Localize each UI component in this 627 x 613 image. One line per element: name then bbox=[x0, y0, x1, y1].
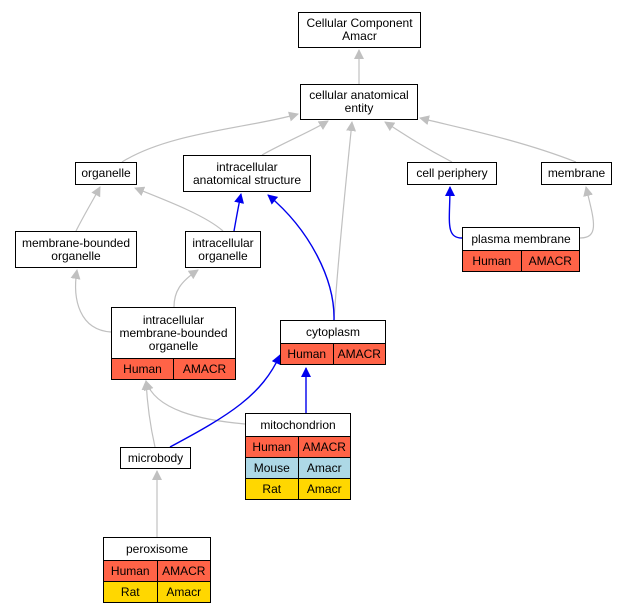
species-cell: Human bbox=[252, 439, 292, 454]
species-cell: Human bbox=[287, 346, 327, 361]
annotation-row-human: Human AMACR bbox=[104, 560, 210, 581]
node-label: plasma membrane bbox=[471, 231, 571, 246]
edge-organelle-to-cellular-anatomical-entity bbox=[121, 111, 299, 163]
node-label: organelle bbox=[81, 166, 131, 180]
edge-intracellular-organelle-to-organelle bbox=[134, 186, 224, 232]
gene-cell: AMACR bbox=[156, 561, 211, 581]
gene-cell: AMACR bbox=[332, 344, 386, 364]
edge-cytoplasm-to-intracellular-anatomical-structure bbox=[267, 194, 335, 321]
node-label: cellular anatomical entity bbox=[309, 88, 409, 115]
species-cell: Human bbox=[110, 563, 150, 578]
species-cell: Rat bbox=[262, 481, 282, 496]
annotation-row-mouse: Mouse Amacr bbox=[246, 457, 350, 478]
edge-microbody-to-intracellular-membrane-bounded-organelle bbox=[141, 380, 156, 448]
node-label: intracellular anatomical structure bbox=[192, 159, 302, 187]
node-label: microbody bbox=[127, 450, 184, 465]
gene-cell: AMACR bbox=[173, 359, 235, 379]
annotation-row-human: Human AMACR bbox=[246, 436, 350, 457]
annotation-row-rat: Rat Amacr bbox=[246, 478, 350, 499]
edge-intracellular-organelle-to-intracellular-anatomical-structure bbox=[233, 193, 245, 232]
node-membrane[interactable]: membrane bbox=[541, 162, 612, 185]
edge-intracellular-anatomical-structure-to-cellular-anatomical-entity bbox=[261, 120, 329, 156]
node-label: cell periphery bbox=[416, 166, 488, 180]
gene-cell: AMACR bbox=[520, 251, 580, 271]
node-label: membrane-bounded organelle bbox=[21, 235, 131, 263]
node-intracellular-organelle[interactable]: intracellular organelle bbox=[185, 231, 261, 268]
species-cell: Mouse bbox=[253, 460, 290, 475]
annotation-row-human: Human AMACR bbox=[281, 343, 385, 364]
node-label: peroxisome bbox=[125, 541, 189, 556]
annotation-row-human: Human AMACR bbox=[112, 358, 235, 379]
node-cell-periphery[interactable]: cell periphery bbox=[407, 162, 497, 185]
species-cell: Human bbox=[123, 361, 162, 376]
node-label: intracellular organelle bbox=[192, 235, 254, 263]
edge-microbody-to-cytoplasm bbox=[169, 354, 281, 448]
gene-cell: Amacr bbox=[297, 458, 351, 478]
edge-plasma-membrane-to-membrane bbox=[579, 186, 594, 239]
node-label: intracellular membrane-bounded organelle bbox=[119, 312, 228, 353]
annotation-row-rat: Rat Amacr bbox=[104, 581, 210, 602]
gene-cell: AMACR bbox=[297, 437, 351, 457]
node-label: mitochondrion bbox=[260, 417, 336, 432]
edge-cytoplasm-to-cellular-anatomical-entity bbox=[333, 121, 357, 321]
node-organelle[interactable]: organelle bbox=[75, 162, 137, 185]
gene-cell: Amacr bbox=[156, 582, 211, 602]
edge-cell-periphery-to-cellular-anatomical-entity bbox=[384, 121, 453, 163]
species-cell: Human bbox=[472, 253, 512, 268]
edge-membrane-bounded-organelle-to-organelle bbox=[75, 186, 101, 232]
node-membrane-bounded-organelle[interactable]: membrane-bounded organelle bbox=[15, 231, 137, 268]
edge-plasma-membrane-to-cell-periphery bbox=[444, 186, 463, 239]
node-cellular-anatomical-entity[interactable]: cellular anatomical entity bbox=[300, 84, 418, 120]
gene-cell: Amacr bbox=[297, 479, 351, 499]
node-label: Cellular Component Amacr bbox=[306, 16, 413, 43]
edge-intracellular-membrane-bounded-organelle-to-intracellular-organelle bbox=[173, 269, 199, 308]
annotation-row-human: Human AMACR bbox=[463, 250, 579, 271]
species-cell: Rat bbox=[120, 584, 140, 599]
node-intracellular-anatomical-structure[interactable]: intracellular anatomical structure bbox=[183, 155, 311, 192]
node-microbody[interactable]: microbody bbox=[120, 447, 191, 469]
edge-mitochondrion-to-intracellular-membrane-bounded-organelle bbox=[143, 380, 246, 425]
node-root[interactable]: Cellular Component Amacr bbox=[298, 12, 421, 48]
edge-intracellular-membrane-bounded-organelle-to-membrane-bounded-organelle bbox=[70, 269, 112, 333]
node-label: cytoplasm bbox=[305, 324, 361, 339]
edge-membrane-to-cellular-anatomical-entity bbox=[419, 115, 577, 163]
node-label: membrane bbox=[547, 166, 606, 180]
node-intracellular-membrane-bounded-organelle[interactable]: intracellular membrane-bounded organelle… bbox=[111, 307, 236, 380]
